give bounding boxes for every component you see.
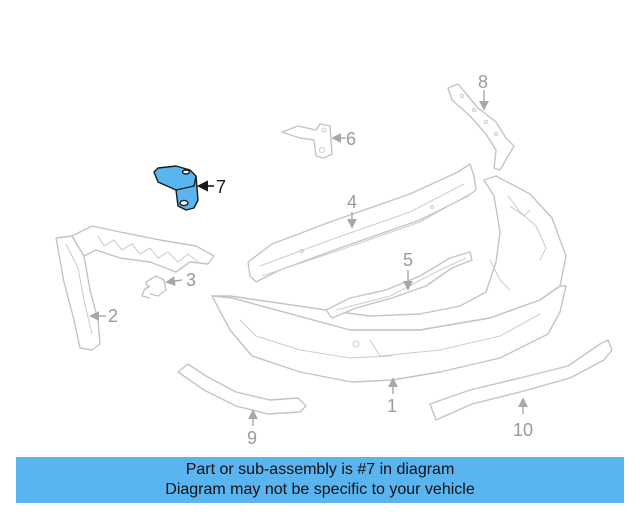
callout-5: 5 (403, 250, 413, 270)
callout-7[interactable]: 7 (216, 177, 226, 197)
part-9-lower-molding (177, 363, 307, 426)
banner-line-1: Part or sub-assembly is #7 in diagram (185, 461, 455, 478)
callout-3: 3 (186, 270, 196, 290)
callout-10: 10 (513, 420, 533, 440)
part-2-side-bracket (55, 225, 215, 351)
callout-1: 1 (387, 396, 397, 416)
part-5-trim-strip (325, 251, 473, 319)
part-3-push-clip (141, 275, 183, 299)
part-7-highlighted-bracket[interactable] (153, 165, 214, 211)
callout-2: 2 (108, 306, 118, 326)
info-banner: Part or sub-assembly is #7 in diagram Di… (16, 457, 624, 503)
callout-9: 9 (247, 428, 257, 448)
part-10-lower-molding (429, 339, 613, 421)
part-4-reinforcement-beam (247, 163, 477, 283)
part-6-bracket (281, 123, 346, 159)
callout-8: 8 (478, 72, 488, 92)
callout-6: 6 (346, 129, 356, 149)
part-1-bumper-cover (211, 175, 567, 394)
part-8-bracket (447, 83, 515, 171)
callout-4: 4 (347, 192, 357, 212)
banner-line-2: Diagram may not be specific to your vehi… (165, 481, 475, 498)
